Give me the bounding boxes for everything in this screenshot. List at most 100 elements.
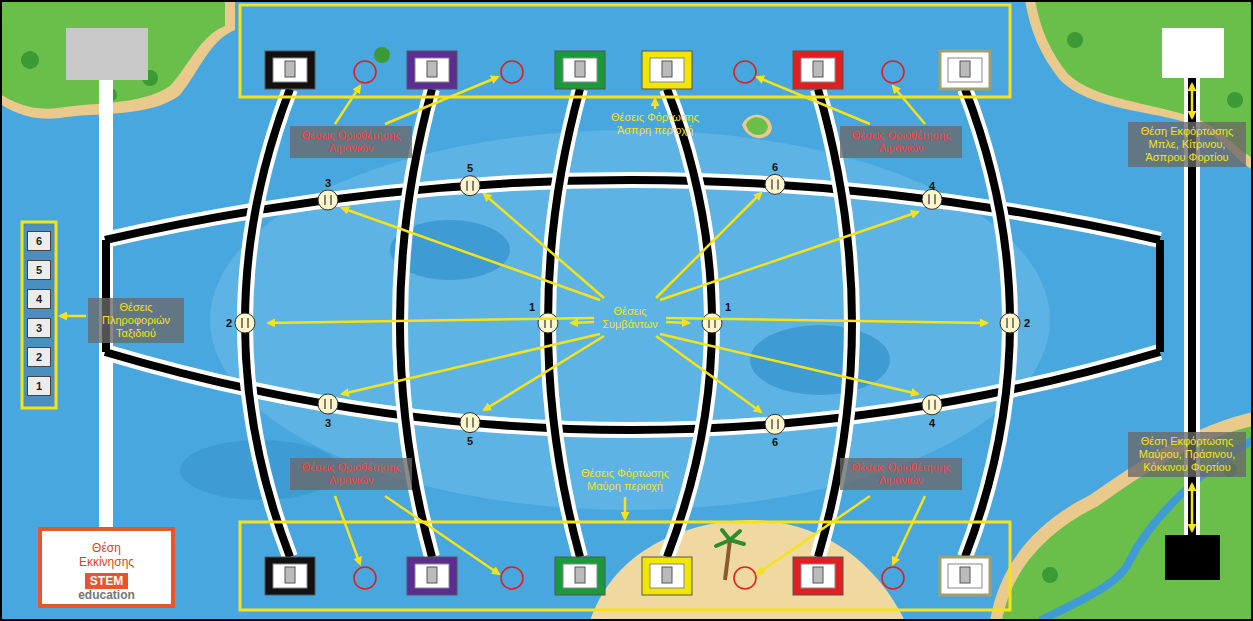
node-text: Θέση Εκφόρτωσης Μπλε, Κίτρινου, Άσπρου Φ… <box>1132 125 1242 164</box>
harbour-square <box>948 58 982 82</box>
harbour-square <box>801 58 835 82</box>
label-box: Θέσεις Οριοθέτησης Λιμανιών <box>290 458 412 490</box>
info-slot: 1 <box>27 376 51 396</box>
harbour-square <box>813 61 823 77</box>
callout-number: 2 <box>1020 317 1034 329</box>
harbour-marker <box>354 567 376 589</box>
harbour-square <box>427 61 437 77</box>
callout-number: 5 <box>463 435 477 447</box>
event-circle <box>772 179 778 189</box>
node-text: 3 <box>28 319 50 337</box>
area-label: Θέσεις Συμβάντων <box>595 305 665 331</box>
harbour-square <box>662 61 672 77</box>
harbour-square <box>642 557 692 595</box>
harbour-square <box>415 58 449 82</box>
harbour-square <box>575 61 585 77</box>
harbour-square <box>813 567 823 583</box>
harbour-square <box>948 564 982 588</box>
harbour-square <box>642 51 692 89</box>
node-text: Θέση Εκφόρτωσης Μαύρου, Πράσινου, Κόκκιν… <box>1132 435 1242 474</box>
harbour-marker <box>734 567 756 589</box>
event-circle <box>772 419 778 429</box>
info-slot: 3 <box>27 318 51 338</box>
harbour-square <box>662 567 672 583</box>
event-circle <box>1007 318 1013 328</box>
node-text: Θέσεις Οριοθέτησης Λιμανιών <box>844 129 958 155</box>
harbour-square <box>940 557 990 595</box>
callout-number: 6 <box>768 436 782 448</box>
harbour-marker <box>501 567 523 589</box>
node-text: Θέσεις Οριοθέτησης Λιμανιών <box>294 461 408 487</box>
harbour-square <box>793 557 843 595</box>
harbour-square <box>555 51 605 89</box>
harbour-square <box>563 564 597 588</box>
harbour-square <box>265 51 315 89</box>
event-circle <box>325 195 331 205</box>
harbour-square <box>427 567 437 583</box>
info-slot: 4 <box>27 289 51 309</box>
callout-number: 2 <box>222 317 236 329</box>
event-circle <box>929 400 935 410</box>
event-circle <box>765 174 785 194</box>
harbour-square <box>415 564 449 588</box>
area-label: Θέσεις Φόρτωσης Άσπρη περιοχή <box>594 111 716 137</box>
harbour-square <box>273 564 307 588</box>
node-text: 1 <box>28 377 50 395</box>
event-circle <box>765 414 785 434</box>
event-circle <box>922 189 942 209</box>
harbour-square <box>575 567 585 583</box>
event-circle <box>467 418 473 428</box>
event-circle <box>467 181 473 191</box>
harbour-square <box>960 61 970 77</box>
harbour-square <box>555 557 605 595</box>
harbour-marker <box>734 61 756 83</box>
harbour-square <box>650 564 684 588</box>
harbour-square <box>801 564 835 588</box>
harbour-square <box>407 51 457 89</box>
label-box: Θέσεις Οριοθέτησης Λιμανιών <box>290 126 412 158</box>
label-box: Θέση Εκφόρτωσης Μαύρου, Πράσινου, Κόκκιν… <box>1128 432 1246 477</box>
callout-number: 5 <box>463 162 477 174</box>
label-box: Θέση Εκφόρτωσης Μπλε, Κίτρινου, Άσπρου Φ… <box>1128 122 1246 167</box>
info-slot: 2 <box>27 347 51 367</box>
event-circle <box>460 413 480 433</box>
harbour-square <box>273 58 307 82</box>
event-circle <box>922 395 942 415</box>
area-label: Θέσεις Φόρτωσης Μαύρη περιοχή <box>566 467 684 493</box>
event-circle <box>242 318 248 328</box>
harbour-marker <box>882 567 904 589</box>
callout-number: 3 <box>321 177 335 189</box>
harbour-square <box>285 61 295 77</box>
harbour-marker <box>882 61 904 83</box>
harbour-square <box>285 567 295 583</box>
callout-number: 4 <box>925 417 939 429</box>
callout-number: 4 <box>925 180 939 192</box>
callout-number: 3 <box>321 417 335 429</box>
harbour-marker <box>354 61 376 83</box>
node-text: education <box>46 589 167 602</box>
node-text: 6 <box>28 232 50 250</box>
event-circle <box>318 190 338 210</box>
start-box: Θέση ΕκκίνησηςSTEMeducation <box>38 527 175 608</box>
track-lane <box>1156 240 1164 352</box>
node-text: Θέση Εκκίνησης <box>67 541 147 569</box>
event-circle <box>702 313 722 333</box>
label-box: Θέσεις Οριοθέτησης Λιμανιών <box>840 458 962 490</box>
harbour-square <box>793 51 843 89</box>
node-text: 5 <box>28 261 50 279</box>
node-text: 2 <box>28 348 50 366</box>
node-text: 4 <box>28 290 50 308</box>
event-circle <box>318 394 338 414</box>
info-slot: 6 <box>27 231 51 251</box>
node-text: STEM <box>85 573 128 589</box>
callout-number: 6 <box>768 161 782 173</box>
harbour-square <box>563 58 597 82</box>
harbour-square <box>407 557 457 595</box>
label-box: Θέσεις Οριοθέτησης Λιμανιών <box>840 126 962 158</box>
node-text: Θέσεις Οριοθέτησης Λιμανιών <box>844 461 958 487</box>
node-text: Θέσεις Πληροφοριών Ταξιδιού <box>92 301 180 340</box>
event-circle <box>538 313 558 333</box>
harbour-square <box>265 557 315 595</box>
harbour-square <box>650 58 684 82</box>
event-circle <box>929 194 935 204</box>
